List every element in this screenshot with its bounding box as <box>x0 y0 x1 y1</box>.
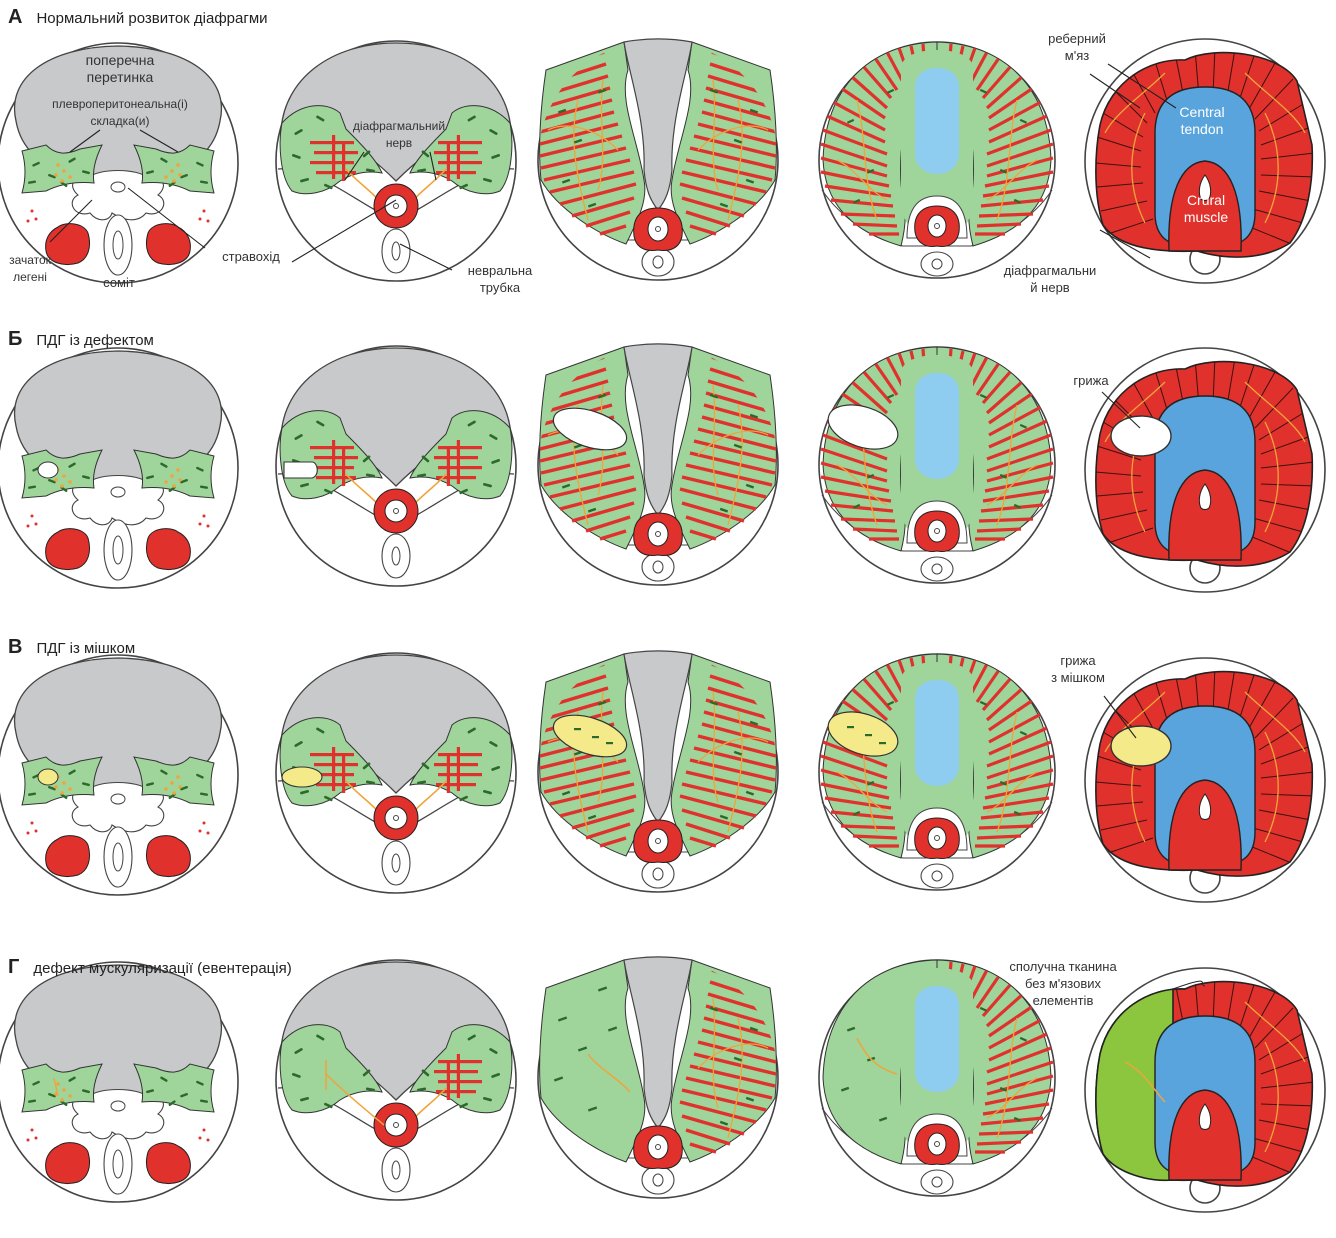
row-letter: Г <box>8 956 19 978</box>
panel-d2 <box>276 960 516 1200</box>
panel-a2 <box>276 41 516 281</box>
label-pleuroperitoneal-folds: плевроперитонеальна(і) складка(и) <box>36 96 204 130</box>
panel-b3 <box>538 344 778 585</box>
row-c-diagrams <box>0 651 1325 902</box>
label-connective-tissue: сполучна тканина без м'язових елементів <box>988 958 1138 1009</box>
label-hernia: грижа <box>1058 372 1124 389</box>
row-title-a: А Нормальний розвиток діафрагми <box>8 6 268 29</box>
panel-b2 <box>276 346 516 586</box>
panel-a3 <box>538 39 778 280</box>
row-title-b: Б ПДГ із дефектом <box>8 328 154 351</box>
row-title-text: дефект мускуляризації (евентерація) <box>33 960 291 977</box>
label-neural-tube: невральна трубка <box>450 262 550 296</box>
row-title-text: ПДГ із дефектом <box>36 332 153 349</box>
panel-a4 <box>819 42 1055 278</box>
label-lung-bud: зачаток легені <box>2 252 58 286</box>
row-letter: Б <box>8 328 22 350</box>
label-central-tendon: Central tendon <box>1166 104 1238 138</box>
panel-c1 <box>0 655 238 895</box>
panel-c4 <box>819 654 1055 890</box>
label-esophagus: стравохід <box>206 248 296 265</box>
row-title-text: Нормальний розвиток діафрагми <box>36 10 267 27</box>
panel-c3 <box>538 651 778 892</box>
panel-d3 <box>538 957 778 1198</box>
row-letter: В <box>8 636 22 658</box>
panel-c2 <box>276 653 516 893</box>
row-b-diagrams <box>0 344 1325 592</box>
row-a-diagrams <box>0 39 1325 283</box>
panel-c5 <box>1085 658 1325 902</box>
label-phrenic-nerve: діафрагмальний нерв <box>338 118 460 152</box>
row-title-text: ПДГ із мішком <box>36 640 135 657</box>
label-somite: соміт <box>94 274 144 291</box>
row-title-c: В ПДГ із мішком <box>8 636 135 659</box>
label-phrenic-nerve-bottom: діафрагмальни й нерв <box>986 262 1114 296</box>
panel-b4 <box>819 347 1055 583</box>
label-transverse-septum: поперечна перетинка <box>70 52 170 86</box>
panel-d1 <box>0 962 238 1202</box>
panel-b1 <box>0 348 238 588</box>
label-hernia-sac: грижа з мішком <box>1030 652 1126 686</box>
label-costal-muscle: реберний м'яз <box>1022 30 1132 64</box>
label-crural-muscle: Crural muscle <box>1170 192 1242 226</box>
panel-a5 <box>1085 39 1325 283</box>
row-letter: А <box>8 6 22 28</box>
